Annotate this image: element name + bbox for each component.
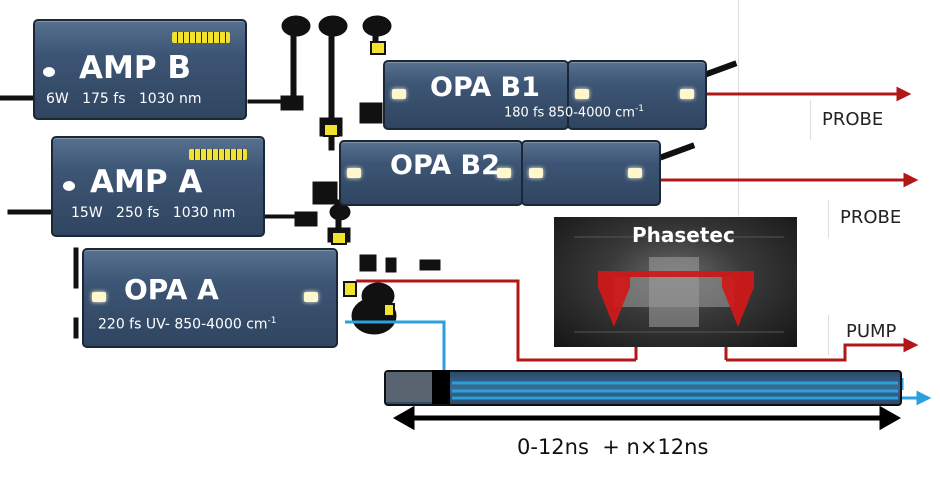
amp-b-brand-badge bbox=[172, 32, 230, 43]
opa-b2-indicator-light bbox=[347, 168, 361, 178]
amp-b-specs: 6W 175 fs 1030 nm bbox=[46, 91, 201, 107]
opa-b2-indicator-light bbox=[497, 168, 511, 178]
opa-a-spec-exponent: -1 bbox=[267, 316, 277, 326]
guide-line bbox=[828, 200, 829, 238]
delay-label: 0-12ns + n×12ns bbox=[517, 435, 709, 459]
opa-a-box bbox=[82, 248, 338, 348]
opa-a-indicator-light bbox=[92, 292, 106, 302]
delay-retroreflector bbox=[432, 370, 450, 404]
amp-a-pulse: 250 fs bbox=[116, 205, 160, 221]
opa-b2-name: OPA B2 bbox=[390, 150, 500, 181]
opa-a-name: OPA A bbox=[124, 273, 219, 306]
amp-a-power: 15W bbox=[71, 205, 103, 221]
amp-a-box bbox=[51, 136, 265, 237]
amp-b-wavelength: 1030 nm bbox=[138, 91, 202, 107]
phasetec-beam-arrow bbox=[574, 236, 784, 333]
opa-b1-indicator-light bbox=[392, 89, 406, 99]
phasetec-photo: Phasetec bbox=[554, 217, 797, 347]
opa-a-indicator-light bbox=[304, 292, 318, 302]
opa-b2-indicator-light bbox=[529, 168, 543, 178]
guide-line bbox=[828, 315, 829, 355]
opa-a-spec: 220 fs UV- 850-4000 cm-1 bbox=[98, 316, 277, 333]
opa-b1-indicator-light bbox=[575, 89, 589, 99]
probe-label-2: PROBE bbox=[840, 207, 902, 228]
opa-b1-box bbox=[383, 60, 569, 130]
amp-b-port bbox=[43, 67, 55, 77]
amp-a-name: AMP A bbox=[90, 164, 203, 200]
probe-label-1: PROBE bbox=[822, 109, 884, 130]
guide-line bbox=[738, 0, 739, 215]
opa-b1-indicator-light bbox=[680, 89, 694, 99]
opa-b1-spec-exponent: -1 bbox=[634, 104, 644, 114]
delay-stage bbox=[386, 372, 432, 402]
amp-a-port bbox=[63, 181, 75, 191]
amp-b-power: 6W bbox=[46, 91, 69, 107]
opa-b1-name: OPA B1 bbox=[430, 72, 540, 103]
amp-b-pulse: 175 fs bbox=[82, 91, 126, 107]
phasetec-name: Phasetec bbox=[632, 223, 735, 247]
opa-a-spec-text: 220 fs UV- 850-4000 cm bbox=[98, 316, 268, 333]
guide-line bbox=[810, 100, 811, 140]
opa-b1-spec: 180 fs 850-4000 cm-1 bbox=[504, 104, 644, 120]
amp-b-name: AMP B bbox=[79, 50, 191, 86]
amp-a-specs: 15W 250 fs 1030 nm bbox=[71, 205, 235, 221]
opa-b2-box bbox=[339, 140, 523, 206]
opa-b1-spec-text: 180 fs 850-4000 cm bbox=[504, 105, 635, 121]
amp-a-wavelength: 1030 nm bbox=[172, 205, 236, 221]
amp-a-brand-badge bbox=[189, 149, 247, 160]
opa-b2-indicator-light bbox=[628, 168, 642, 178]
delay-line bbox=[384, 370, 902, 406]
pump-label: PUMP bbox=[846, 321, 897, 342]
